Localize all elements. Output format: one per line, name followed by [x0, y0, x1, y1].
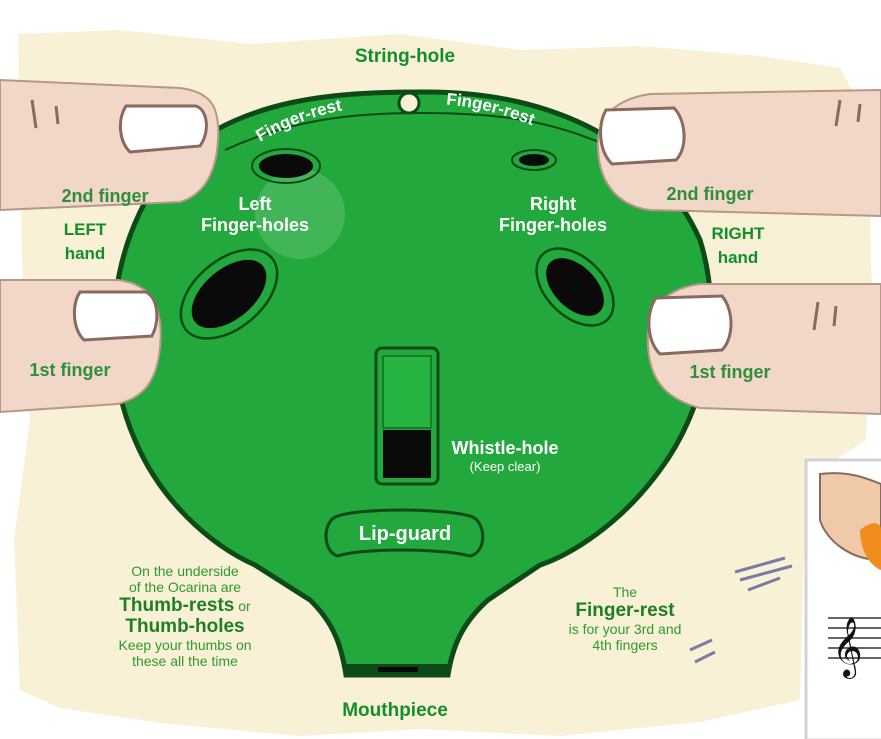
right-first-finger-label: 1st finger — [670, 362, 790, 383]
left-holes-line2: Finger-holes — [180, 215, 330, 236]
whistle-hole-text: Whistle-hole — [440, 438, 570, 459]
right-hand-label: RIGHT hand — [688, 222, 788, 270]
finger-rest-note-line1: The — [540, 584, 710, 600]
string-hole-label: String-hole — [330, 46, 480, 68]
finger-rest-note-line2: is for your 3rd and — [540, 621, 710, 637]
left-holes-line1: Left — [180, 194, 330, 215]
underside-line4: these all the time — [80, 653, 290, 669]
left-hand-line1: LEFT — [40, 218, 130, 242]
mouthpiece-slot — [346, 664, 448, 674]
whistle-hole-label: Whistle-hole (Keep clear) — [440, 438, 570, 474]
underside-line2: of the Ocarina are — [80, 579, 290, 595]
left-finger-holes-label: Left Finger-holes — [180, 194, 330, 236]
finger-rest-bold-text: Finger-rest — [575, 600, 674, 621]
left-small-hole — [252, 149, 320, 183]
underside-line3: Keep your thumbs on — [80, 637, 290, 653]
underside-line1: On the underside — [80, 563, 290, 579]
left-hand-line2: hand — [40, 242, 130, 266]
string-hole — [399, 93, 419, 113]
mouthpiece-label: Mouthpiece — [320, 700, 470, 722]
thumb-holes-text: Thumb-holes — [125, 616, 244, 637]
left-first-finger-label: 1st finger — [0, 360, 140, 381]
or-text: or — [234, 598, 250, 614]
right-holes-line1: Right — [478, 194, 628, 215]
right-holes-line2: Finger-holes — [478, 215, 628, 236]
right-second-finger-label: 2nd finger — [640, 184, 780, 205]
finger-rest-note-line3: 4th fingers — [540, 637, 710, 653]
right-finger-holes-label: Right Finger-holes — [478, 194, 628, 236]
right-lower-finger — [648, 284, 881, 414]
keep-clear-text: (Keep clear) — [440, 459, 570, 474]
left-lower-finger — [0, 280, 161, 412]
left-second-finger-label: 2nd finger — [40, 186, 170, 207]
finger-rest-note-bold-line: Finger-rest — [540, 600, 710, 621]
underside-note: On the underside of the Ocarina are Thum… — [80, 563, 290, 669]
underside-bold2-line: Thumb-holes — [80, 616, 290, 637]
lip-guard-label: Lip-guard — [359, 523, 451, 545]
inset-panel: 𝄞 — [806, 460, 881, 739]
finger-rest-note: The Finger-rest is for your 3rd and 4th … — [540, 584, 710, 653]
left-hand-label: LEFT hand — [40, 218, 130, 266]
thumb-rests-text: Thumb-rests — [119, 595, 234, 616]
whistle-hole — [376, 348, 438, 484]
right-hand-line2: hand — [688, 246, 788, 270]
right-hand-line1: RIGHT — [688, 222, 788, 246]
underside-bold1-line: Thumb-rests or — [80, 595, 290, 616]
treble-clef-icon: 𝄞 — [832, 617, 863, 679]
